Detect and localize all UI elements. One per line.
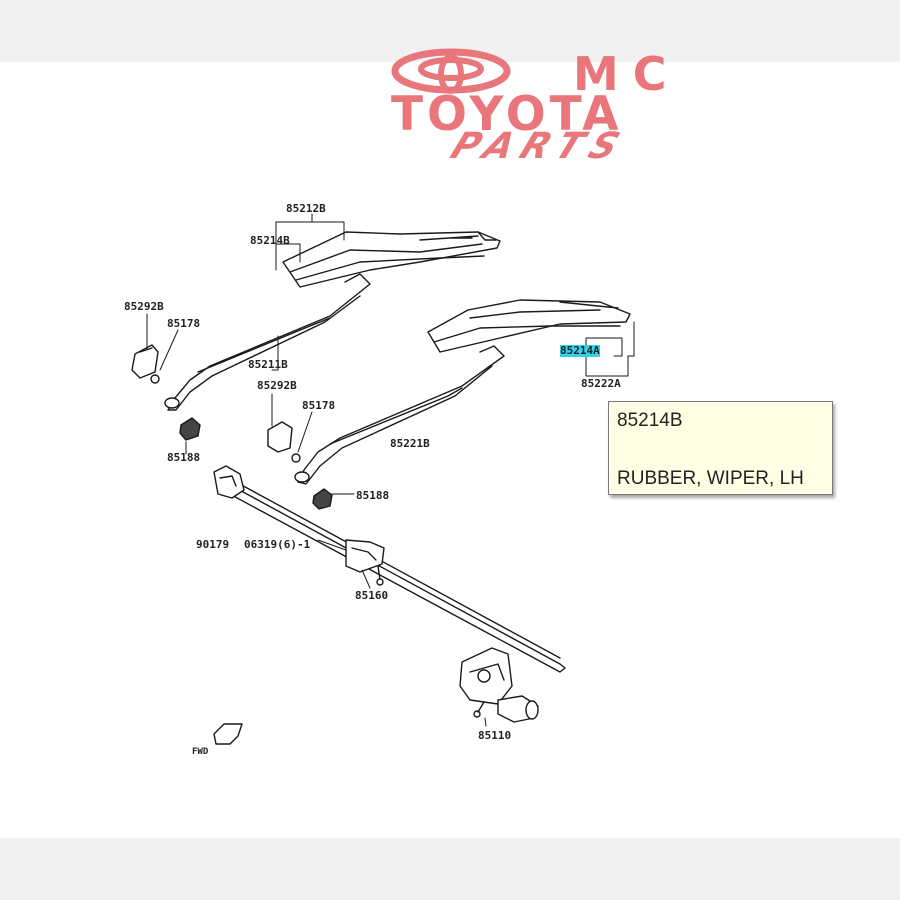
wiper-arm-lower[interactable]: [294, 345, 505, 485]
grommet-left[interactable]: [179, 417, 201, 441]
wiper-blade-lower[interactable]: [427, 299, 631, 353]
pivot-cap-left[interactable]: [131, 344, 159, 379]
label-85292b-middle[interactable]: 85292B: [257, 379, 297, 392]
label-85212b[interactable]: 85212B: [286, 202, 326, 215]
toyota-emblem-icon: [391, 48, 511, 94]
label-fwd: FWD: [192, 747, 209, 757]
label-90179[interactable]: 90179: [196, 538, 230, 551]
pivot-cap-middle[interactable]: [267, 421, 293, 453]
label-85214b-top[interactable]: 85214B: [250, 234, 290, 247]
wiper-motor[interactable]: [459, 647, 539, 723]
tooltip-part-description: RUBBER, WIPER, LH: [617, 468, 804, 489]
label-85178-left[interactable]: 85178: [167, 317, 201, 330]
label-85110[interactable]: 85110: [478, 729, 512, 742]
label-85211b[interactable]: 85211B: [248, 358, 288, 371]
part-tooltip: 85214B RUBBER, WIPER, LH: [608, 401, 833, 495]
label-85178-middle[interactable]: 85178: [302, 399, 336, 412]
nut-left[interactable]: [150, 374, 160, 384]
leader-lines: [146, 213, 635, 727]
label-85222a[interactable]: 85222A: [581, 377, 621, 390]
omc-toyota-parts-logo: MC TOYOTA PARTS: [385, 45, 760, 167]
wiper-blade-upper[interactable]: [282, 231, 501, 288]
label-06319[interactable]: 06319(6)-1: [244, 538, 311, 551]
nut-middle[interactable]: [291, 453, 301, 463]
label-85214a-highlighted[interactable]: 85214A: [560, 344, 600, 357]
tooltip-part-code: 85214B: [617, 410, 683, 431]
grommet-right[interactable]: [312, 488, 333, 510]
label-85188-left[interactable]: 85188: [167, 451, 201, 464]
label-85292b-left[interactable]: 85292B: [124, 300, 164, 313]
label-85188-right[interactable]: 85188: [356, 489, 390, 502]
wiper-link-rod[interactable]: [213, 465, 566, 673]
logo-mc-text: MC: [573, 47, 681, 101]
label-85221b[interactable]: 85221B: [390, 437, 430, 450]
wiper-arm-upper[interactable]: [164, 273, 371, 411]
logo-toyota-text: TOYOTA: [391, 87, 623, 142]
label-85160[interactable]: 85160: [355, 589, 389, 602]
forward-arrow-icon: [213, 723, 243, 745]
